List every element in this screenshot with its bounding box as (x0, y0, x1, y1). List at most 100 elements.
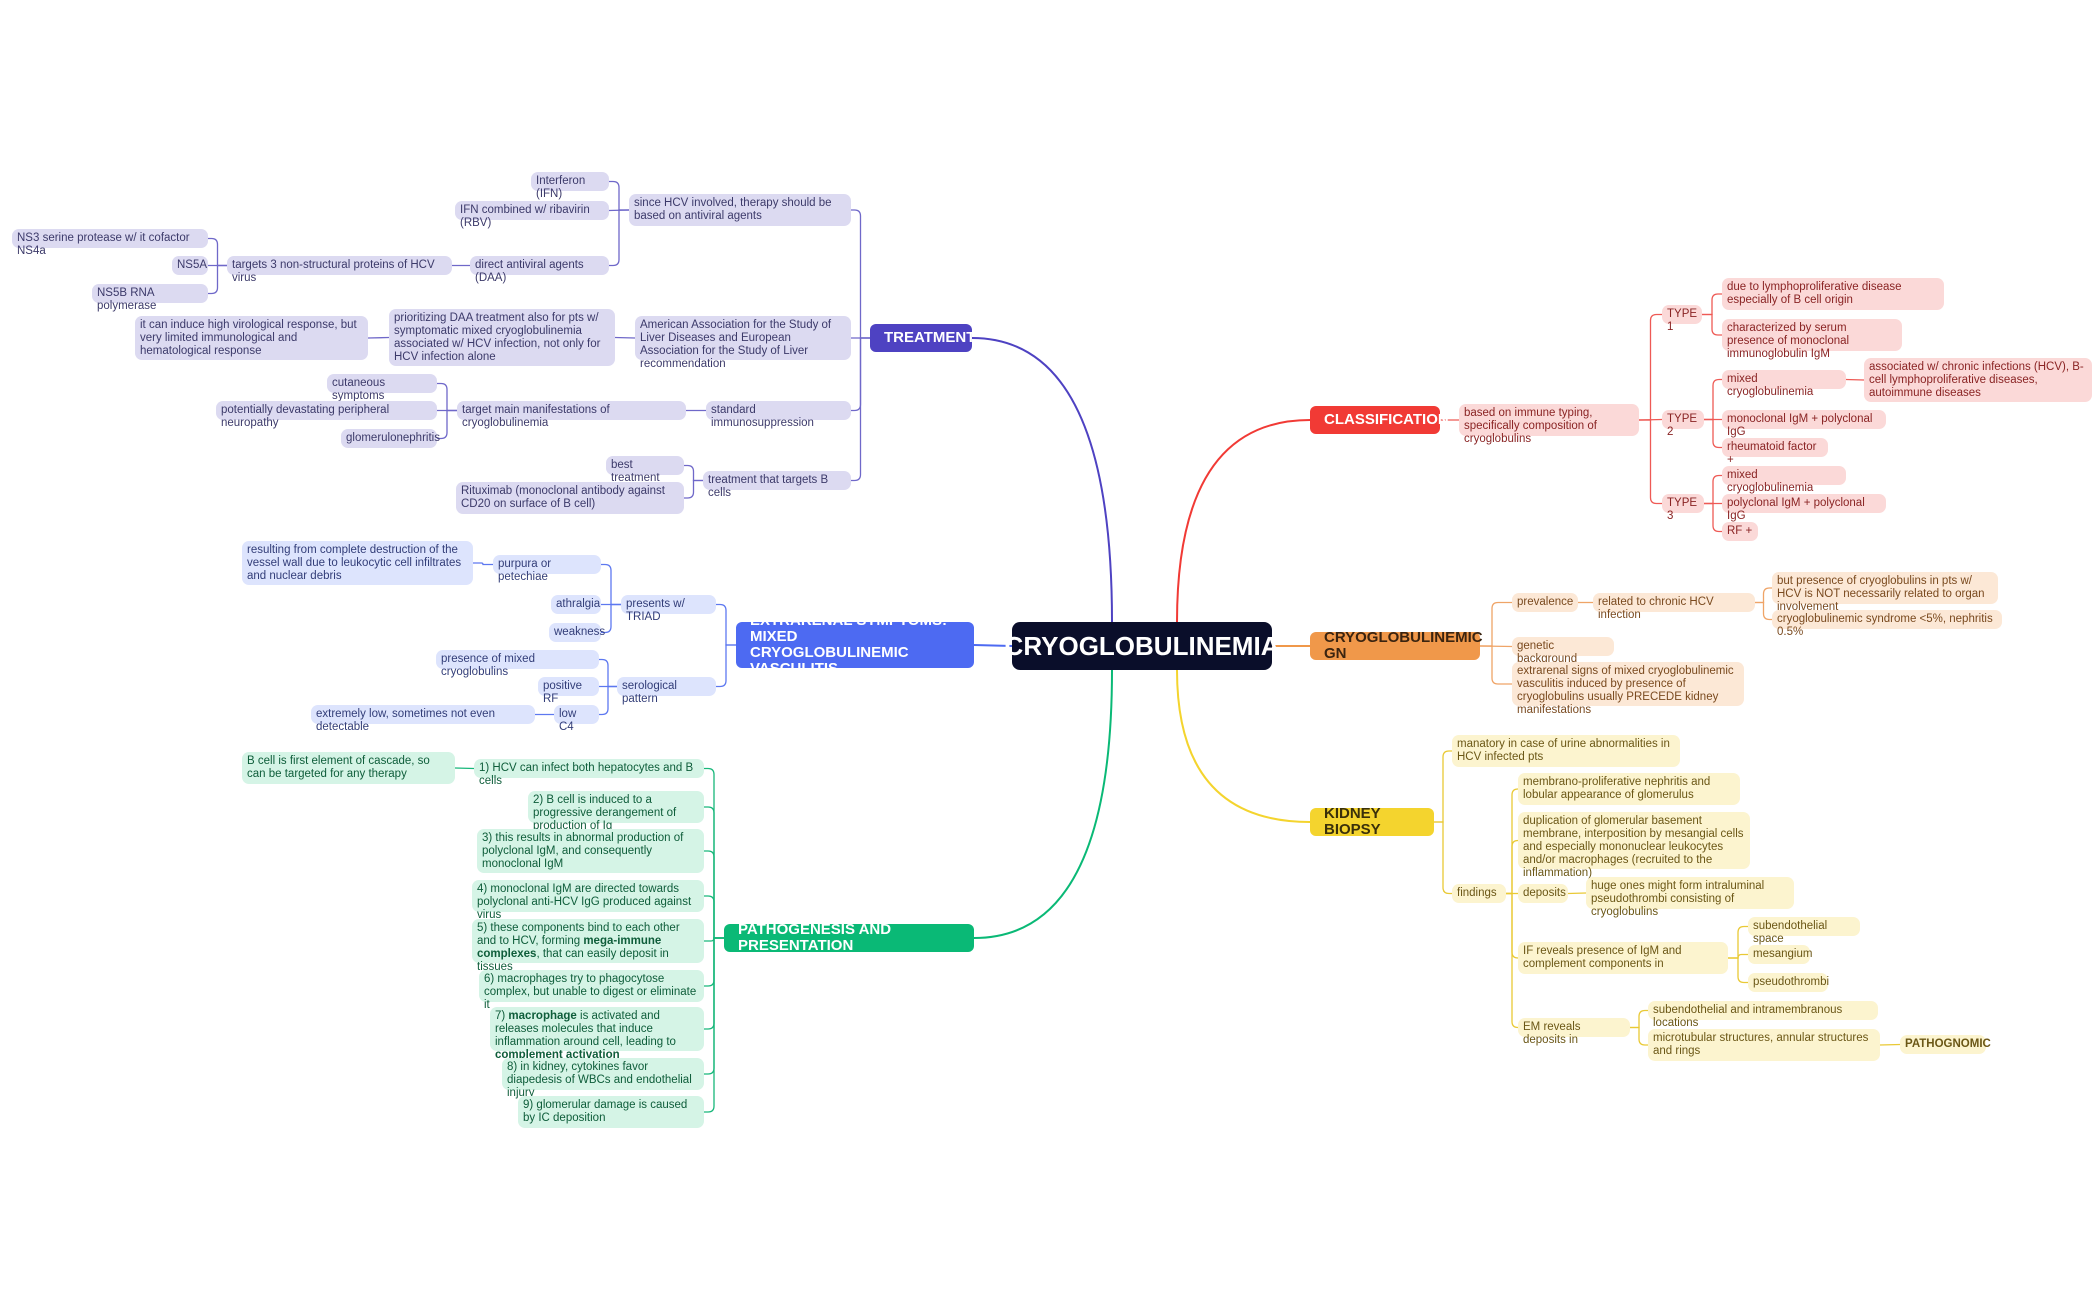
link-treatment-prioritizing (614, 336, 636, 339)
treatment-targets3[interactable]: targets 3 non-structural proteins of HCV… (227, 256, 452, 284)
link-step-2 (704, 806, 724, 939)
link-extrarenal-purpura (601, 563, 621, 606)
treatment-ifn-rbv[interactable]: IFN combined w/ ribavirin (RBV) (455, 201, 609, 229)
link-extrarenal-c4 (599, 685, 617, 716)
treatment-ns5a[interactable]: NS5A (172, 256, 208, 275)
treatment-antiviral[interactable]: since HCV involved, therapy should be ba… (629, 194, 851, 226)
extrarenal-weakness[interactable]: weakness (549, 623, 605, 642)
branch-classification[interactable]: CLASSIFICATION (1310, 406, 1449, 434)
pathogenesis-step-9[interactable]: 9) glomerular damage is caused by IC dep… (518, 1096, 704, 1128)
link-treatment-ns3 (208, 237, 227, 267)
link-gn-hcv-b (1755, 601, 1772, 621)
classification-type-3-c[interactable]: RF + (1722, 522, 1758, 541)
biopsy-em-2[interactable]: microtubular structures, annular structu… (1648, 1029, 1880, 1061)
biopsy-em[interactable]: EM reveals deposits in (1518, 1018, 1630, 1046)
biopsy-pathognomic[interactable]: PATHOGNOMIC (1900, 1035, 1991, 1054)
treatment-ns3[interactable]: NS3 serine protease w/ it cofactor NS4a (12, 229, 208, 257)
treatment-target-main[interactable]: target main manifestations of cryoglobul… (457, 401, 686, 429)
pathogenesis-step-7[interactable]: 7) macrophage is activated and releases … (490, 1007, 704, 1061)
link-step-3 (704, 850, 724, 939)
classification-type-3-b[interactable]: polyclonal IgM + polyclonal IgG (1722, 494, 1886, 522)
classification-type-2-a-desc[interactable]: associated w/ chronic infections (HCV), … (1864, 358, 2092, 402)
link-gn-hcv-a (1755, 587, 1772, 604)
treatment-rituximab[interactable]: Rituximab (monoclonal antibody against C… (456, 482, 684, 514)
step-7-bold-a: macrophage (508, 1010, 577, 1022)
pathogenesis-step-6[interactable]: 6) macrophages try to phagocytose comple… (479, 970, 704, 1011)
treatment-immuno[interactable]: standard immunosuppression (706, 401, 851, 429)
pathogenesis-step-5[interactable]: 5) these components bind to each other a… (472, 919, 704, 973)
pathogenesis-step-1[interactable]: 1) HCV can infect both hepatocytes and B… (474, 759, 704, 787)
pathogenesis-step-1-desc[interactable]: B cell is first element of cascade, so c… (242, 752, 455, 784)
step-5-text-a: 5) these components bind to each other a… (477, 922, 680, 947)
biopsy-em-1[interactable]: subendothelial and intramembranous locat… (1648, 1001, 1878, 1029)
classification-basis[interactable]: based on immune typing, specifically com… (1459, 404, 1639, 445)
biopsy-finding-1[interactable]: membrano-proliferative nephritis and lob… (1518, 773, 1740, 805)
gn-prevalence[interactable]: prevalence (1512, 593, 1578, 612)
biopsy-finding-2[interactable]: duplication of glomerular basement membr… (1518, 812, 1750, 879)
treatment-prioritizing[interactable]: prioritizing DAA treatment also for pts … (389, 309, 615, 366)
treatment-cutaneous[interactable]: cutaneous symptoms (327, 374, 437, 402)
pathogenesis-step-2[interactable]: 2) B cell is induced to a progressive de… (528, 791, 704, 832)
classification-type-1-b[interactable]: characterized by serum presence of monoc… (1722, 319, 1902, 360)
classification-type-2[interactable]: TYPE 2 (1662, 410, 1704, 438)
branch-kidney-biopsy[interactable]: KIDNEY BIOPSY (1310, 806, 1434, 838)
extrarenal-purpura-desc[interactable]: resulting from complete destruction of t… (242, 541, 473, 585)
extrarenal-purpura[interactable]: purpura or petechiae (493, 555, 601, 583)
classification-type-2-c[interactable]: rheumatoid factor + (1722, 438, 1828, 466)
treatment-ns5b[interactable]: NS5B RNA polymerase (92, 284, 208, 312)
pathogenesis-step-3[interactable]: 3) this results in abnormal production o… (477, 829, 704, 873)
branch-treatment[interactable]: TREATMENT (870, 324, 975, 352)
link-step-4 (704, 895, 724, 939)
link-gn-extrarenal (1480, 645, 1512, 685)
gn-extrarenal[interactable]: extrarenal signs of mixed cryoglobulinem… (1512, 662, 1744, 716)
biopsy-findings[interactable]: findings (1452, 884, 1506, 903)
treatment-aasld[interactable]: American Association for the Study of Li… (635, 316, 851, 370)
biopsy-if[interactable]: IF reveals presence of IgM and complemen… (1518, 942, 1728, 974)
branch-cryoglobulinemic-gn[interactable]: CRYOGLOBULINEMIC GN (1310, 630, 1483, 662)
extrarenal-arthralgia[interactable]: athralgia (551, 595, 601, 614)
extrarenal-c4-desc[interactable]: extremely low, sometimes not even detect… (311, 705, 535, 733)
branch-pathogenesis[interactable]: PATHOGENESIS AND PRESENTATION (724, 922, 974, 954)
link-extrarenal-purpura-desc (473, 562, 493, 566)
treatment-neuropathy[interactable]: potentially devastating peripheral neuro… (216, 401, 437, 429)
step-5-bold: mega-immune complexes (477, 935, 662, 960)
extrarenal-c4[interactable]: low C4 (554, 705, 599, 733)
pathogenesis-step-4[interactable]: 4) monoclonal IgM are directed towards p… (472, 880, 704, 921)
classification-type-2-a[interactable]: mixed cryoglobulinemia (1722, 370, 1846, 398)
classification-type-1-a[interactable]: due to lymphoproliferative disease espec… (1722, 278, 1944, 310)
treatment-best[interactable]: best treatment (606, 456, 684, 484)
link-classification-type-2-a (1704, 378, 1722, 421)
classification-type-1[interactable]: TYPE 1 (1662, 305, 1702, 333)
link-classification-type-1 (1639, 313, 1662, 421)
extrarenal-rf[interactable]: positive RF (538, 677, 599, 705)
extrarenal-triad[interactable]: presents w/ TRIAD (621, 595, 716, 623)
treatment-ifn[interactable]: Interferon (IFN) (531, 172, 609, 200)
treatment-gn[interactable]: glomerulonephritis (341, 429, 440, 448)
classification-type-3[interactable]: TYPE 3 (1662, 494, 1704, 522)
biopsy-if-3[interactable]: pseudothrombi (1748, 973, 1829, 992)
extrarenal-serological[interactable]: serological pattern (617, 677, 716, 705)
gn-hcv-a[interactable]: but presence of cryoglobulins in pts w/ … (1772, 572, 1998, 613)
extrarenal-mixed[interactable]: presence of mixed cryoglobulins (436, 650, 599, 678)
gn-hcv-b[interactable]: cryoglobulinemic syndrome <5%, nephritis… (1772, 610, 2002, 638)
link-classification-type-3-c (1704, 502, 1722, 533)
root-topic[interactable]: CRYOGLOBULINEMIA (1005, 622, 1279, 670)
link-extrarenal-triad (716, 603, 736, 646)
treatment-bcells[interactable]: treatment that targets B cells (703, 471, 851, 499)
gn-hcv[interactable]: related to chronic HCV infection (1593, 593, 1755, 621)
branch-extrarenal[interactable]: EXTRARENAL SYMPTOMS: MIXED CRYOGLOBULINE… (736, 613, 974, 677)
classification-type-3-a[interactable]: mixed cryoglobulinemia (1722, 466, 1846, 494)
biopsy-deposits[interactable]: deposits (1518, 884, 1568, 903)
treatment-daa[interactable]: direct antiviral agents (DAA) (470, 256, 609, 284)
link-root-extrarenal (973, 644, 1013, 647)
link-step-9 (704, 937, 724, 1113)
link-treatment-ifn (609, 180, 629, 211)
pathogenesis-step-8[interactable]: 8) in kidney, cytokines favor diapedesis… (502, 1058, 704, 1099)
biopsy-deposits-desc[interactable]: huge ones might form intraluminal pseudo… (1586, 877, 1794, 918)
biopsy-if-1[interactable]: subendothelial space (1748, 917, 1860, 945)
gn-genetic[interactable]: genetic background (1512, 637, 1614, 665)
biopsy-if-2[interactable]: mesangium (1748, 945, 1812, 964)
biopsy-mandatory[interactable]: manatory in case of urine abnormalities … (1452, 735, 1680, 767)
treatment-svr[interactable]: it can induce high virological response,… (135, 316, 368, 360)
classification-type-2-b[interactable]: monoclonal IgM + polyclonal IgG (1722, 410, 1886, 438)
